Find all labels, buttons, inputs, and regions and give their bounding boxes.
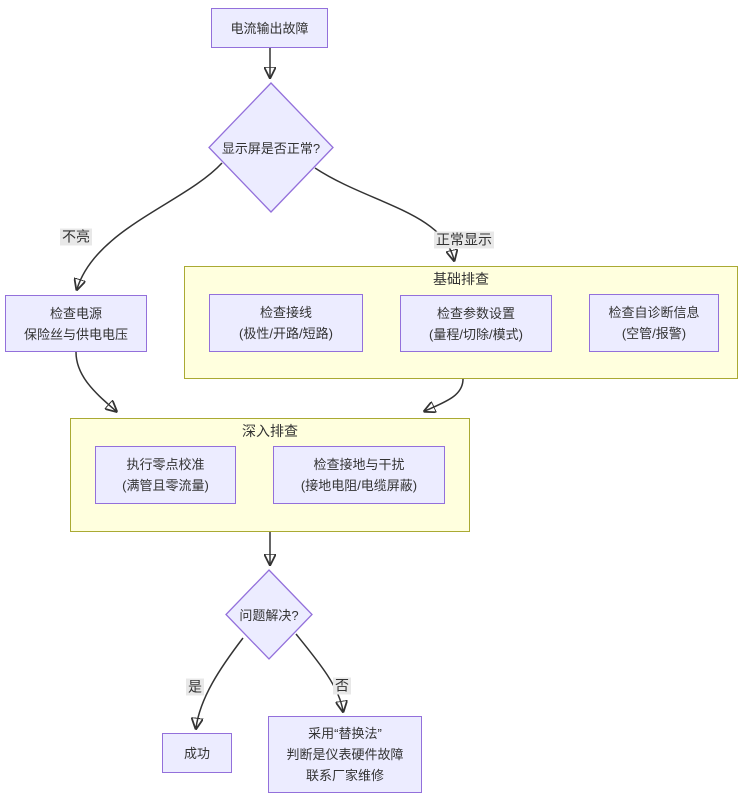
cluster-basic-title: 基础排查 (433, 271, 489, 287)
node-check-power: 检查电源 保险丝与供电电压 (5, 295, 147, 352)
decision-problem-solved-label: 问题解决? (239, 608, 299, 623)
edge-decision-to-power (77, 162, 223, 289)
edge-label-not-lit: 不亮 (60, 228, 92, 246)
node-success: 成功 (162, 733, 232, 773)
edge-power-to-deep-cluster (75, 351, 116, 411)
edge-solved-to-success (196, 637, 244, 728)
edge-basic-to-deep-cluster (425, 378, 464, 411)
edge-solved-to-replace (295, 633, 343, 711)
decision-display-normal: 显示屏是否正常? (208, 82, 334, 213)
node-start: 电流输出故障 (211, 8, 328, 48)
cluster-deep-title: 深入排查 (242, 423, 298, 439)
diamond-shape (225, 569, 313, 660)
node-zero-calibration: 执行零点校准 (满管且零流量) (95, 446, 236, 504)
decision-display-normal-label: 显示屏是否正常? (221, 141, 321, 156)
edge-label-yes: 是 (186, 678, 204, 696)
node-replace-method: 采用“替换法” 判断是仪表硬件故障 联系厂家维修 (268, 716, 422, 793)
edge-label-normal-display: 正常显示 (434, 231, 494, 249)
node-check-self-diag: 检查自诊断信息 (空管/报警) (589, 294, 719, 352)
diamond-shape (208, 82, 334, 213)
edge-label-no: 否 (333, 677, 351, 695)
node-check-wiring: 检查接线 (极性/开路/短路) (209, 294, 363, 352)
decision-problem-solved: 问题解决? (225, 569, 313, 660)
node-check-grounding: 检查接地与干扰 (接地电阻/电缆屏蔽) (273, 446, 445, 504)
node-check-params: 检查参数设置 (量程/切除/模式) (400, 295, 552, 352)
